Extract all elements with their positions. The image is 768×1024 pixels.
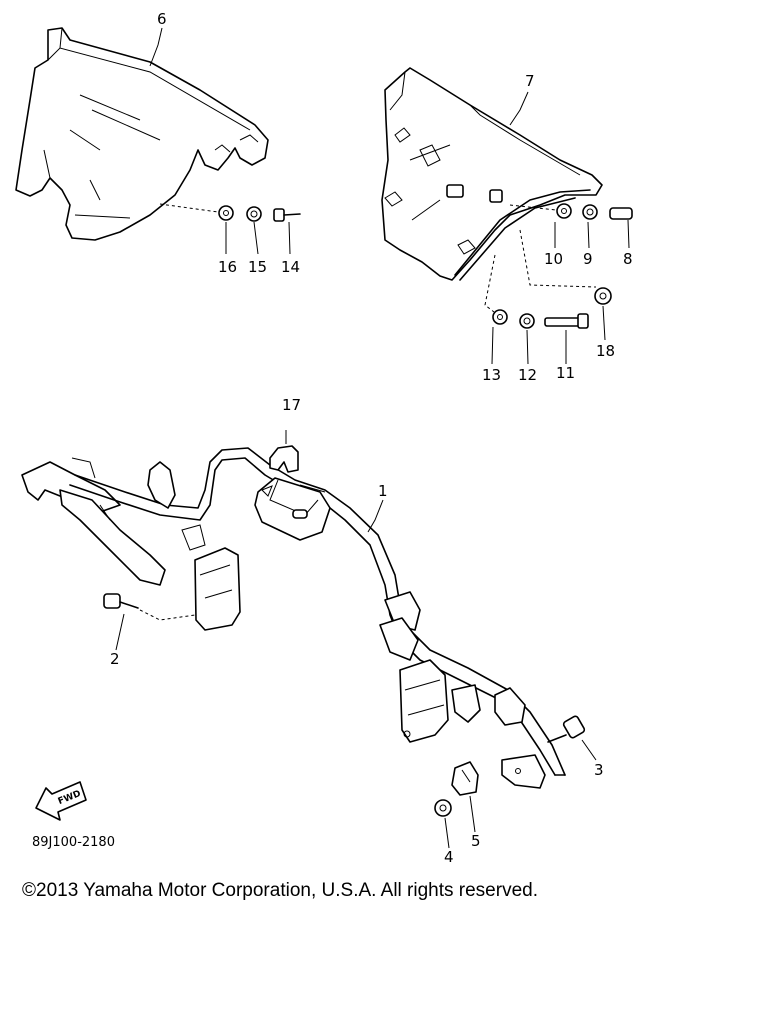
bolt-part-2 — [103, 593, 196, 651]
label-part-11: 11 — [556, 364, 575, 382]
label-part-12: 12 — [518, 366, 537, 384]
label-part-4: 4 — [444, 848, 454, 866]
fastener-group-10-9-8 — [509, 203, 633, 341]
cover-part-6 — [15, 27, 269, 241]
label-part-3: 3 — [594, 761, 604, 779]
cover-part-7 — [381, 67, 603, 281]
diagram-code: 89J100-2180 — [32, 835, 115, 850]
copyright-notice: ©2013 Yamaha Motor Corporation, U.S.A. A… — [22, 880, 538, 901]
frame-stay-part-1 — [21, 447, 566, 789]
fastener-group-13-12-11 — [484, 254, 589, 365]
label-part-7: 7 — [525, 72, 535, 90]
label-part-14: 14 — [281, 258, 300, 276]
part-number-labels: 6 7 16 15 14 10 9 8 18 13 12 11 17 1 2 3… — [110, 10, 633, 866]
label-part-2: 2 — [110, 650, 120, 668]
label-part-5: 5 — [471, 832, 481, 850]
label-part-15: 15 — [248, 258, 267, 276]
clamp-part-17 — [269, 430, 299, 473]
clip-part-5 — [451, 761, 479, 833]
nut-part-4 — [434, 799, 452, 849]
label-part-18: 18 — [596, 342, 615, 360]
label-part-8: 8 — [623, 250, 633, 268]
bolt-part-3 — [547, 715, 597, 761]
label-part-10: 10 — [544, 250, 563, 268]
label-part-13: 13 — [482, 366, 501, 384]
label-part-16: 16 — [218, 258, 237, 276]
fwd-arrow-icon: FWD — [35, 781, 87, 821]
label-part-6: 6 — [157, 10, 167, 28]
label-part-17: 17 — [282, 396, 301, 414]
label-part-1: 1 — [378, 482, 388, 500]
fastener-group-16-15-14 — [159, 203, 301, 255]
label-part-9: 9 — [583, 250, 593, 268]
